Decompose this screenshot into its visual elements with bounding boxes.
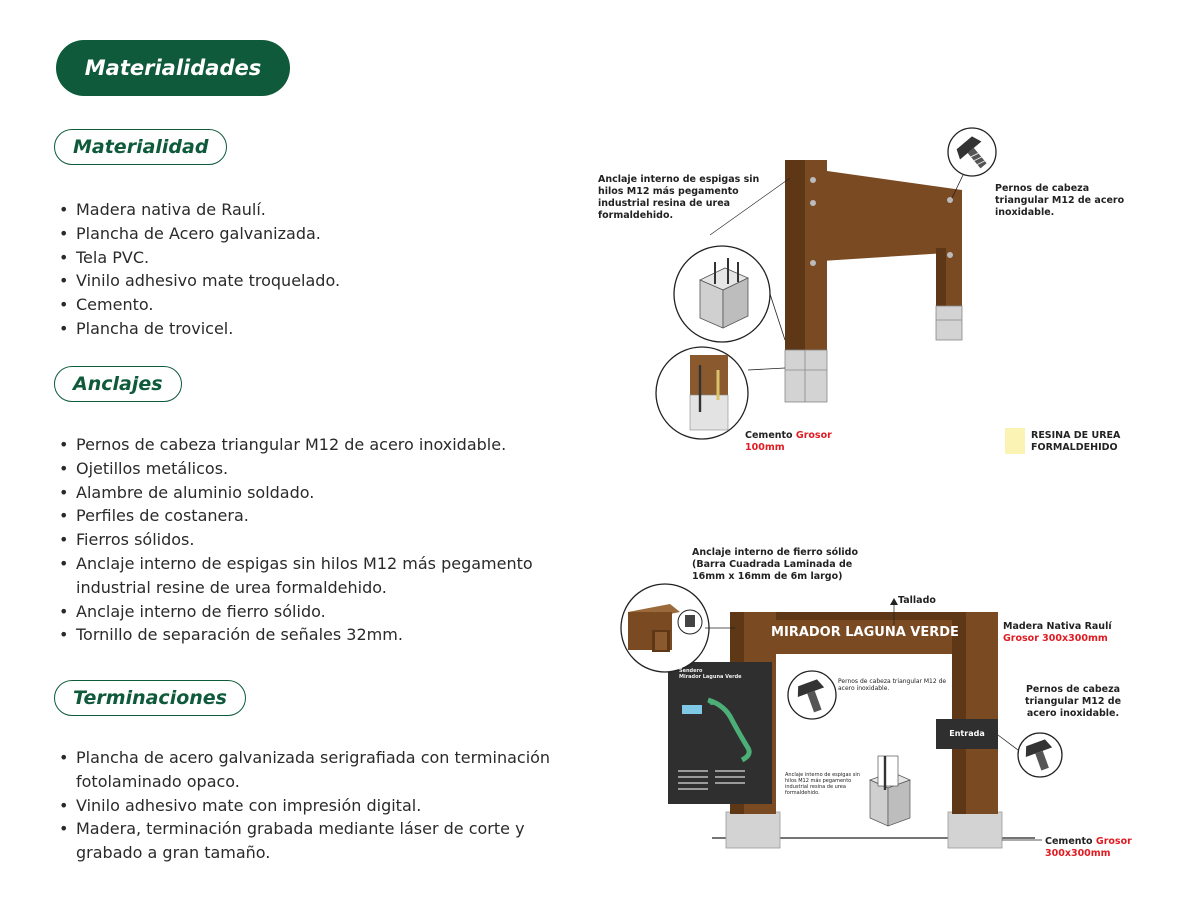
madera-text: Madera Nativa Raulí — [1003, 621, 1112, 632]
cemento-grosor-text: Grosor — [795, 430, 832, 441]
cemento-bottom-text: Cemento — [1045, 836, 1093, 847]
label-pernos-top: Pernos de cabeza triangular M12 de acero… — [995, 183, 1125, 218]
label-anclaje-fierro: Anclaje interno de fierro sólido (Barra … — [692, 547, 858, 582]
list-item: Plancha de acero galvanizada serigrafiad… — [56, 746, 586, 794]
sign-title-line1: Sendero — [679, 668, 703, 674]
label-madera-rauli: Madera Nativa Raulí Grosor 300x300mm — [1003, 621, 1153, 645]
cemento-bottom-size: 300x300mm — [1045, 848, 1111, 859]
arch-engraved-text: MIRADOR LAGUNA VERDE — [771, 625, 959, 640]
list-item: Fierros sólidos. — [56, 528, 586, 552]
inner-bolt-icon — [797, 679, 825, 713]
entrada-text: Entrada — [949, 729, 985, 738]
cemento-text: Cemento — [745, 430, 793, 441]
sign-title-line2: Mirador Laguna Verde — [679, 674, 742, 680]
list-item: Madera, terminación grabada mediante lás… — [56, 817, 586, 865]
section-title-materialidad: Materialidad — [54, 129, 228, 165]
list-item: Cemento. — [56, 293, 586, 317]
list-item: Ojetillos metálicos. — [56, 457, 586, 481]
bottom-arch-diagram — [620, 583, 1063, 849]
label-espigas-bottom: Anclaje interno de espigas sin hilos M12… — [785, 772, 860, 796]
arch-right-concrete — [947, 811, 1003, 849]
section-title-terminaciones: Terminaciones — [54, 680, 246, 716]
top-right-concrete — [935, 305, 963, 341]
list-item: Vinilo adhesivo mate con impresión digit… — [56, 794, 586, 818]
list-item: Tornillo de separación de señales 32mm. — [56, 623, 586, 647]
top-beam — [806, 168, 962, 262]
label-tallado: Tallado — [898, 595, 936, 606]
list-item: Anclaje interno de fierro sólido. — [56, 600, 586, 624]
cemento-size-text: 100mm — [745, 442, 785, 453]
list-item: Perfiles de costanera. — [56, 504, 586, 528]
list-item: Anclaje interno de espigas sin hilos M12… — [56, 552, 586, 600]
list-item: Plancha de Acero galvanizada. — [56, 222, 586, 246]
section-title-anclajes: Anclajes — [54, 366, 182, 402]
label-cemento-bottom: Cemento Grosor 300x300mm — [1045, 836, 1155, 860]
list-item: Tela PVC. — [56, 246, 586, 270]
top-frame-diagram — [655, 127, 1025, 454]
list-item: Pernos de cabeza triangular M12 de acero… — [56, 433, 586, 457]
legend-resina-line2: FORMALDEHIDO — [1031, 442, 1118, 453]
list-item: Alambre de aluminio soldado. — [56, 481, 586, 505]
label-pernos-inner: Pernos de cabeza triangular M12 de acero… — [838, 678, 947, 692]
entrada-sign — [936, 719, 998, 749]
detail-post-wood — [690, 355, 728, 395]
list-item: Vinilo adhesivo mate troquelado. — [56, 269, 586, 293]
anclajes-list: Pernos de cabeza triangular M12 de acero… — [56, 433, 586, 647]
legend-resina-label: RESINA DE UREA FORMALDEHIDO — [1031, 430, 1151, 454]
materialidad-list: Madera nativa de Raulí.Plancha de Acero … — [56, 198, 586, 341]
right-bolt-icon — [1025, 739, 1053, 771]
top-left-concrete — [784, 349, 828, 403]
sign-title: Sendero Mirador Laguna Verde — [679, 668, 769, 680]
terminaciones-list: Plancha de acero galvanizada serigrafiad… — [56, 746, 586, 865]
page-title: Materialidades — [56, 40, 290, 96]
label-anclaje-espigas: Anclaje interno de espigas sin hilos M12… — [598, 174, 760, 221]
legend-swatch-resina — [1005, 428, 1025, 454]
label-pernos-right: Pernos de cabeza triangular M12 de acero… — [1024, 684, 1122, 719]
legend-resina-line1: RESINA DE UREA — [1031, 430, 1121, 441]
madera-grosor-text: Grosor 300x300mm — [1003, 633, 1108, 644]
info-sign-board — [668, 662, 772, 804]
list-item: Plancha de trovicel. — [56, 317, 586, 341]
list-item: Madera nativa de Raulí. — [56, 198, 586, 222]
label-cemento-top: Cemento Grosor 100mm — [745, 430, 855, 454]
arch-left-concrete — [725, 811, 781, 849]
cemento-bottom-grosor: Grosor — [1095, 836, 1132, 847]
bolt-icon — [956, 136, 987, 169]
